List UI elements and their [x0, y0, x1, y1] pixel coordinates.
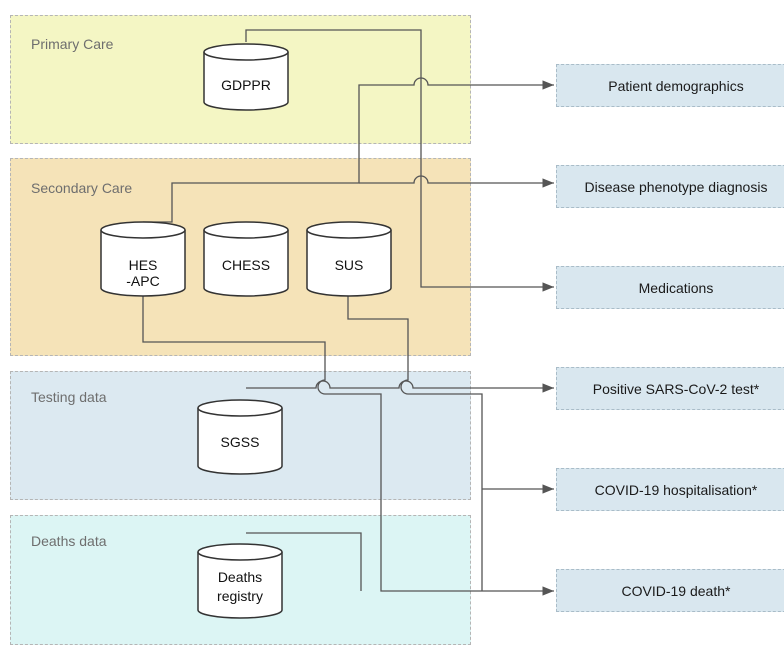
- connector-hes-to-disease-phenotype: [359, 175, 554, 188]
- sgss-database-icon: SGSS: [197, 399, 283, 475]
- output-disease-phenotype-diagnosis: Disease phenotype diagnosis: [556, 165, 784, 208]
- connector-deaths-registry-to-death: [246, 532, 362, 591]
- output-covid-19-hospitalisation: COVID-19 hospitalisation*: [556, 468, 784, 511]
- deaths-registry-database-icon: Deaths registry: [197, 543, 283, 619]
- panel-label-secondary-care: Secondary Care: [31, 180, 133, 196]
- hes-apc-database-icon: HES -APC: [100, 221, 186, 297]
- connector-gdppr-to-medications: [245, 29, 554, 292]
- sgss-label: SGSS: [221, 434, 260, 450]
- connector-hes-to-covid-outcomes: [142, 296, 554, 596]
- panel-label-deaths-data: Deaths data: [31, 533, 107, 549]
- sus-label: SUS: [335, 257, 364, 273]
- sus-database-icon: SUS: [306, 221, 392, 297]
- panel-label-testing-data: Testing data: [31, 389, 107, 405]
- output-medications: Medications: [556, 266, 784, 309]
- deaths-registry-label-line2: registry: [217, 588, 263, 604]
- deaths-registry-label-line1: Deaths: [218, 569, 262, 585]
- gdppr-label: GDPPR: [221, 77, 271, 93]
- output-positive-sars-cov-2-test: Positive SARS-CoV-2 test*: [556, 367, 784, 410]
- output-label: COVID-19 death*: [621, 582, 731, 599]
- connector-sgss-to-positive-test: [246, 380, 554, 393]
- output-label: Medications: [638, 279, 714, 296]
- output-label: Positive SARS-CoV-2 test*: [592, 380, 760, 397]
- output-label: Patient demographics: [608, 77, 744, 94]
- output-label: Disease phenotype diagnosis: [584, 178, 768, 195]
- output-patient-demographics: Patient demographics: [556, 64, 784, 107]
- output-covid-19-death: COVID-19 death*: [556, 569, 784, 612]
- connector-sus-to-covid-outcomes: [347, 296, 483, 591]
- chess-label: CHESS: [222, 257, 270, 273]
- hes-apc-label-line1: HES: [129, 257, 158, 273]
- chess-database-icon: CHESS: [203, 221, 289, 297]
- output-label: COVID-19 hospitalisation*: [594, 481, 758, 498]
- panel-secondary-care: Secondary Care: [10, 158, 471, 356]
- gdppr-database-icon: GDPPR: [203, 43, 289, 111]
- hes-apc-label-line2: -APC: [126, 273, 159, 289]
- panel-label-primary-care: Primary Care: [31, 36, 114, 52]
